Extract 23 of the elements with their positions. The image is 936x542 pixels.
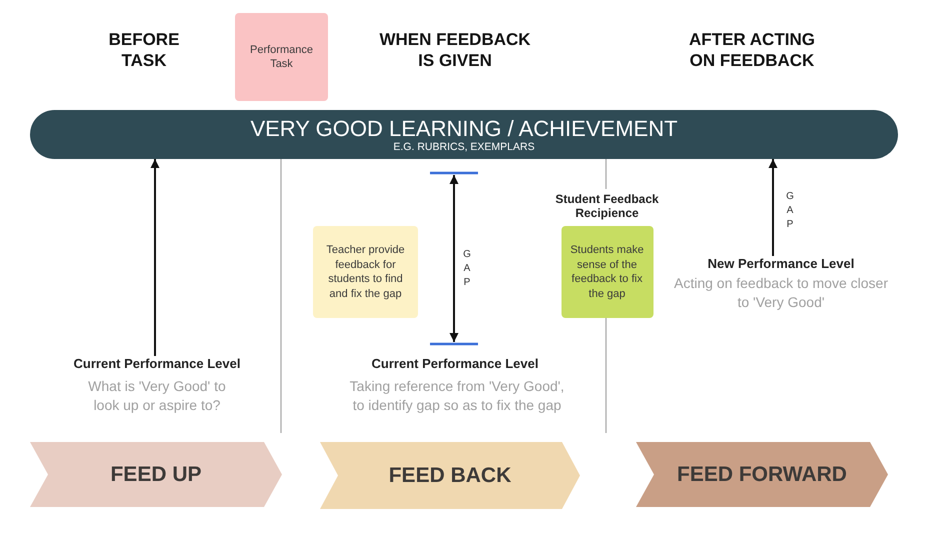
level-heading: New Performance Level [707, 256, 855, 272]
banner-subtitle: E.G. RUBRICS, EXEMPLARS [393, 140, 535, 152]
level-description: What is 'Very Good' to look up or aspire to? [88, 377, 226, 415]
gap-label: GAP [463, 248, 471, 290]
stage-label: FEED FORWARD [677, 462, 847, 486]
stage-label: FEED BACK [388, 464, 512, 488]
phase-heading: AFTER ACTING ON FEEDBACK [688, 29, 816, 71]
phase-heading: WHEN FEEDBACK IS GIVEN [378, 29, 532, 71]
banner-title: VERY GOOD LEARNING / ACHIEVEMENT [250, 116, 678, 140]
sticky-note: Teacher provide feedback for students to find and fix the gap [313, 226, 418, 318]
level-description: Taking reference from 'Very Good', to identify gap so as to fix the gap [349, 377, 565, 415]
level-heading: Current Performance Level [371, 356, 539, 372]
card-heading: Student Feedback Recipience [554, 192, 660, 220]
stage-label: FEED UP [110, 462, 202, 486]
sticky-note: Students make sense of the feedback to fix the gap [561, 226, 653, 318]
task-card: Performance Task [235, 13, 328, 101]
arrow [768, 159, 778, 256]
arrow [150, 159, 160, 356]
level-description: Acting on feedback to move closer to 'Very Good' [673, 274, 889, 312]
banner [30, 110, 898, 159]
gap-label: GAP [786, 190, 794, 232]
phase-heading: BEFORE TASK [108, 29, 180, 71]
level-heading: Current Performance Level [73, 356, 241, 372]
